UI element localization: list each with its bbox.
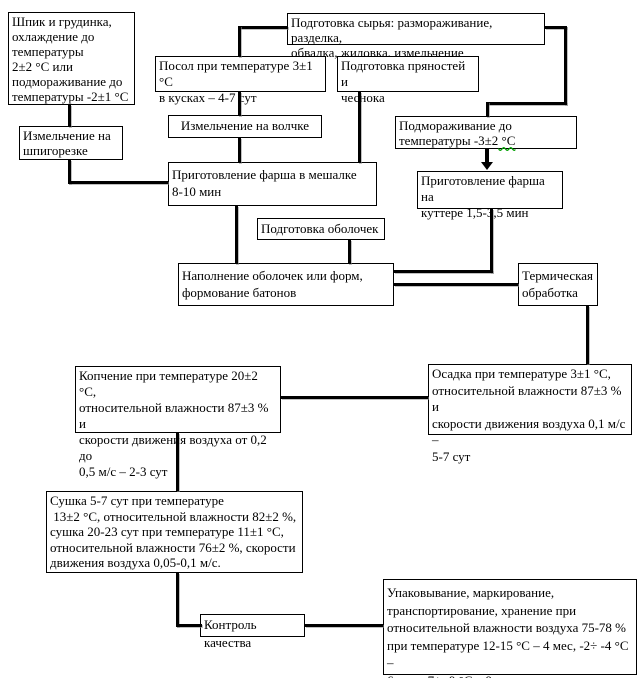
connector-meshalka-napolnenie <box>235 206 238 264</box>
connector-kopchenie-sushka <box>176 433 179 491</box>
connector-right-elbow <box>486 102 567 105</box>
connector-kutter-napolnenie <box>394 270 493 273</box>
node-podmorazhivanie: Подмораживание до температуры -3±2 °С <box>395 116 577 149</box>
arrow-down-icon <box>481 162 493 170</box>
node-osadka: Осадка при температуре 3±1 °С, относител… <box>428 364 632 464</box>
connector-syrye-left <box>238 26 288 29</box>
podmorazhivanie-line2: температуры -3±2 <box>399 133 499 148</box>
connector-pryanosti-meshalka <box>358 92 361 163</box>
node-podgotovka-syrya: Подготовка сырья: размораживание, раздел… <box>287 13 545 60</box>
connector-obolochki-napolnenie <box>348 240 351 264</box>
node-shpik-i-grudinka: Шпик и грудинка, охлаждение до температу… <box>8 12 135 105</box>
connector-syrye-right-down <box>564 26 567 105</box>
node-napolnenie-obolochek: Наполнение оболочек или форм, формование… <box>178 263 394 306</box>
connector-sushka-kontrol <box>176 624 202 627</box>
connector-sushka-down <box>176 573 179 627</box>
node-izmelchenie-volchok: Измельчение на волчке <box>168 115 322 138</box>
node-farsh-meshalka: Приготовление фарша в мешалке 8-10 мин <box>168 162 377 206</box>
connector-shpigorezka-meshalka <box>68 181 168 184</box>
node-termicheskaya-obrabotka: Термическая обработка <box>518 263 598 306</box>
connector-shpigorezka-down <box>68 160 71 184</box>
connector-volchok-meshalka <box>238 138 241 163</box>
node-upakovyvanie: Упаковывание, маркирование, транспортиро… <box>383 579 637 678</box>
node-sushka: Сушка 5-7 сут при температуре 13±2 °С, о… <box>46 491 303 573</box>
podmorazhivanie-line1: Подмораживание до <box>399 118 512 133</box>
spellcheck-underline: °С <box>498 133 516 148</box>
connector-posol-volchok <box>238 92 241 116</box>
node-podgotovka-pryanostei: Подготовка пряностей и чеснока <box>337 56 479 105</box>
connector-termicheskaya-osadka <box>586 306 589 364</box>
node-izmelchenie-shpigorezka: Измельчение на шпигорезке <box>19 126 123 160</box>
arrow-podmorazhivanie-kutter-shaft <box>485 149 489 163</box>
node-kopchenie: Копчение при температуре 20±2 °С, относи… <box>75 366 281 479</box>
connector-osadka-kopchenie <box>281 396 428 399</box>
connector-into-podmorazhivanie <box>486 102 489 117</box>
connector-syrye-right <box>545 26 567 29</box>
node-kontrol-kachestva: Контроль качества <box>200 614 305 650</box>
connector-kutter-down <box>490 209 493 273</box>
node-posol: Посол при температуре 3±1 °С в кусках – … <box>155 56 326 105</box>
connector-kontrol-upakovka <box>305 624 383 627</box>
connector-napolnenie-termicheskaya <box>394 283 518 286</box>
node-farsh-kutter: Приготовление фарша на куттере 1,5-3,5 м… <box>417 171 563 220</box>
connector-syrye-posol <box>238 26 241 57</box>
node-podgotovka-obolochek: Подготовка оболочек <box>257 218 385 240</box>
connector-shpik-shpigorezka <box>68 105 71 127</box>
